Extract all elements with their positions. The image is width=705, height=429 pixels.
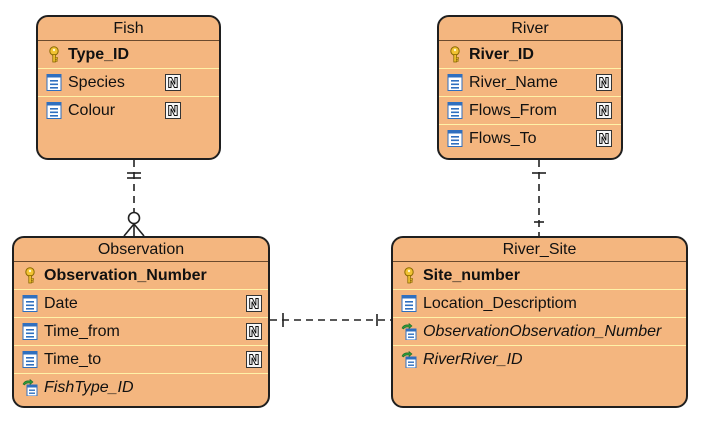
svg-text:N: N bbox=[599, 105, 610, 120]
nullable-icon: N bbox=[246, 351, 262, 368]
entity-title: Fish bbox=[38, 17, 219, 41]
column-name: Flows_To bbox=[469, 130, 537, 147]
foreign-key-icon bbox=[22, 379, 38, 396]
column-name: Colour bbox=[68, 102, 116, 119]
column-icon bbox=[447, 74, 463, 91]
entity-title: River_Site bbox=[393, 238, 686, 262]
column-name: Time_from bbox=[44, 323, 120, 340]
column-row[interactable]: FishType_ID bbox=[14, 374, 268, 401]
svg-text:N: N bbox=[168, 77, 179, 92]
column-icon bbox=[447, 102, 463, 119]
nullable-icon: N bbox=[596, 130, 612, 147]
column-name: Time_to bbox=[44, 351, 102, 368]
nullable-icon: N bbox=[246, 323, 262, 340]
column-icon bbox=[46, 74, 62, 91]
column-name: Species bbox=[68, 74, 125, 91]
column-row[interactable]: Time_from N bbox=[14, 318, 268, 346]
zero-marker bbox=[127, 211, 141, 225]
column-row[interactable]: Location_Descriptiom bbox=[393, 290, 686, 318]
column-row[interactable]: Date N bbox=[14, 290, 268, 318]
nullable-icon: N bbox=[596, 102, 612, 119]
column-name: FishType_ID bbox=[44, 379, 134, 396]
fish-observation-relationship[interactable] bbox=[123, 160, 145, 237]
entity-title: River bbox=[439, 17, 621, 41]
column-name: River_ID bbox=[469, 46, 534, 63]
column-name: ObservationObservation_Number bbox=[423, 323, 662, 340]
column-icon bbox=[22, 351, 38, 368]
key-icon bbox=[25, 267, 35, 284]
column-row[interactable]: Observation_Number bbox=[14, 262, 268, 290]
column-row[interactable]: River_ID bbox=[439, 41, 621, 69]
column-name: River_Name bbox=[469, 74, 558, 91]
column-row[interactable]: Site_number bbox=[393, 262, 686, 290]
column-name: Observation_Number bbox=[44, 267, 207, 284]
column-icon bbox=[447, 130, 463, 147]
column-name: Site_number bbox=[423, 267, 520, 284]
column-name: Date bbox=[44, 295, 78, 312]
column-icon bbox=[22, 295, 38, 312]
column-name: Type_ID bbox=[68, 46, 130, 63]
nullable-icon: N bbox=[165, 74, 181, 91]
column-row[interactable]: Flows_From N bbox=[439, 97, 621, 125]
column-row[interactable]: ObservationObservation_Number bbox=[393, 318, 686, 346]
column-row[interactable]: Species N bbox=[38, 69, 219, 97]
column-row[interactable]: River_Name N bbox=[439, 69, 621, 97]
column-row[interactable]: RiverRiver_ID bbox=[393, 346, 686, 373]
column-name: Location_Descriptiom bbox=[423, 295, 577, 312]
column-row[interactable]: Time_to N bbox=[14, 346, 268, 374]
entity-title: Observation bbox=[14, 238, 268, 262]
column-row[interactable]: Colour N bbox=[38, 97, 219, 124]
crowfoot-marker bbox=[133, 223, 145, 237]
observation-riversite-relationship[interactable] bbox=[270, 313, 391, 327]
column-name: RiverRiver_ID bbox=[423, 351, 523, 368]
svg-text:N: N bbox=[249, 298, 260, 313]
nullable-icon: N bbox=[596, 74, 612, 91]
key-icon bbox=[404, 267, 414, 284]
column-row[interactable]: Type_ID bbox=[38, 41, 219, 69]
river-riversite-relationship[interactable] bbox=[532, 160, 546, 236]
nullable-icon: N bbox=[165, 102, 181, 119]
foreign-key-icon bbox=[401, 351, 417, 368]
svg-text:N: N bbox=[168, 105, 179, 120]
foreign-key-icon bbox=[401, 323, 417, 340]
key-icon bbox=[450, 46, 460, 63]
svg-text:N: N bbox=[599, 133, 610, 148]
column-name: Flows_From bbox=[469, 102, 558, 119]
column-icon bbox=[46, 102, 62, 119]
crowfoot-marker bbox=[123, 223, 135, 237]
nullable-icon: N bbox=[246, 295, 262, 312]
svg-text:N: N bbox=[249, 354, 260, 369]
key-icon bbox=[49, 46, 59, 63]
svg-text:N: N bbox=[249, 326, 260, 341]
column-icon bbox=[401, 295, 417, 312]
svg-text:N: N bbox=[599, 77, 610, 92]
column-icon bbox=[22, 323, 38, 340]
column-row[interactable]: Flows_To N bbox=[439, 125, 621, 152]
